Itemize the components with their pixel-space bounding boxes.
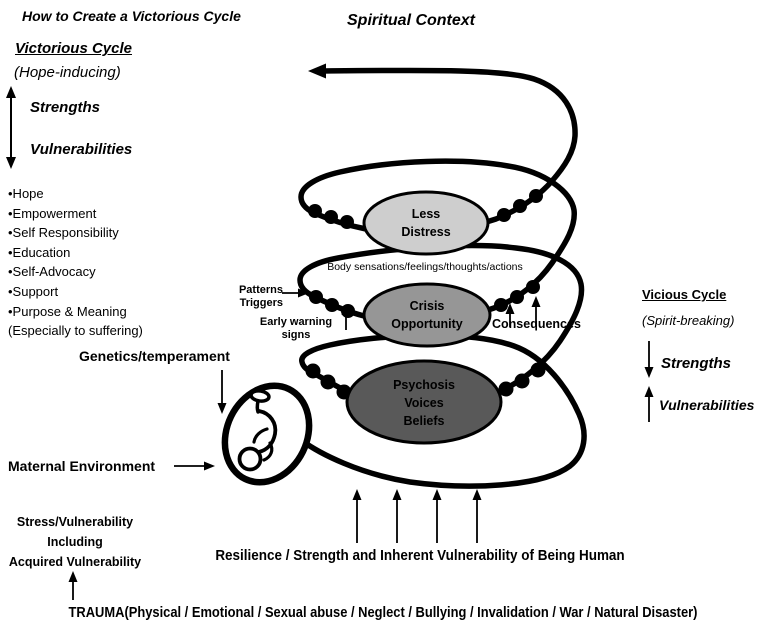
early-warning-arrow <box>341 304 351 330</box>
protective-factors-list: •Hope •Empowerment •Self Responsibility … <box>8 184 143 341</box>
spiral-exit-arrowhead <box>308 63 326 79</box>
fetus-placenta <box>249 389 271 403</box>
consequences-arrow-1 <box>505 303 515 327</box>
stress-line2: Including <box>47 535 103 549</box>
less-distress-line1: Less <box>411 207 441 221</box>
protective-factor-item: •Empowerment <box>8 205 97 221</box>
crisis-opportunity-label: Crisis Opportunity <box>347 297 507 333</box>
stress-line3: Acquired Vulnerability <box>8 555 142 569</box>
level-ellipse-less-distress <box>362 190 490 256</box>
stress-vulnerability-label: Stress/Vulnerability Including Acquired … <box>0 512 150 572</box>
strengths-label-right: Strengths <box>661 355 732 372</box>
resilience-label: Resilience / Strength and Inherent Vulne… <box>215 548 625 564</box>
protective-factor-item: •Education <box>8 244 71 260</box>
less-distress-label: Less Distress <box>346 205 506 241</box>
protective-factor-item: •Support <box>8 283 59 299</box>
psychosis-line1: Psychosis <box>393 378 455 392</box>
victorious-cycle-heading: Victorious Cycle <box>15 40 132 57</box>
patterns-triggers-label: Patterns Triggers <box>184 284 283 309</box>
protective-factor-note: (Especially to suffering) <box>8 323 143 339</box>
fetus-head <box>237 446 263 472</box>
vicious-strengths-arrow <box>644 341 654 378</box>
spiral-beads <box>305 189 546 400</box>
psychosis-line2: Voices <box>404 396 444 410</box>
psychosis-label: Psychosis Voices Beliefs <box>344 376 504 430</box>
patterns-line: Patterns <box>238 284 283 296</box>
level-ellipse-psychosis <box>345 359 503 445</box>
fetus-leg <box>262 441 274 462</box>
protective-factor-item: •Self-Advocacy <box>8 264 96 280</box>
page-title: How to Create a Victorious Cycle <box>22 8 241 24</box>
body-sensations-label: Body sensations/feelings/thoughts/action… <box>327 261 523 273</box>
victorious-strength-arrow <box>6 86 16 169</box>
genetics-label: Genetics/temperament <box>79 348 230 364</box>
consequences-arrow-2 <box>531 296 541 327</box>
early-warning-line2: signs <box>281 328 311 341</box>
early-warning-line1: Early warning <box>259 316 333 328</box>
vicious-cycle-heading: Vicious Cycle <box>642 287 727 302</box>
psychosis-line3: Beliefs <box>403 414 445 428</box>
less-distress-line2: Distress <box>401 225 451 239</box>
crisis-line2: Opportunity <box>391 317 463 331</box>
stress-line1: Stress/Vulnerability <box>16 515 134 529</box>
level-ellipse-crisis <box>362 282 492 348</box>
vicious-vulnerabilities-arrow <box>644 386 654 422</box>
genetics-arrow <box>217 370 227 414</box>
triggers-line: Triggers <box>239 296 283 309</box>
hope-inducing-label: (Hope-inducing) <box>14 64 121 81</box>
strengths-label-left: Strengths <box>30 99 101 116</box>
stress-arrow <box>68 571 78 600</box>
protective-factor-item: •Purpose & Meaning <box>8 303 127 319</box>
consequences-label: Consequences <box>492 317 581 331</box>
vulnerabilities-label-left: Vulnerabilities <box>30 141 133 158</box>
maternal-label: Maternal Environment <box>8 458 156 474</box>
early-warning-label: Early warning signs <box>246 316 346 341</box>
vulnerabilities-label-right: Vulnerabilities <box>659 397 755 413</box>
spirit-breaking-label: (Spirit-breaking) <box>642 313 735 328</box>
foundation-arrows <box>352 489 482 543</box>
fetus-illustration <box>221 382 313 486</box>
fetus-arm <box>252 427 269 444</box>
spiritual-context-label: Spiritual Context <box>347 12 476 29</box>
crisis-line1: Crisis <box>409 299 445 313</box>
patterns-arrow <box>282 288 309 298</box>
protective-factor-item: •Hope <box>8 186 44 201</box>
trauma-label: TRAUMA(Physical / Emotional / Sexual abu… <box>68 604 698 621</box>
maternal-arrow <box>174 461 215 471</box>
protective-factor-item: •Self Responsibility <box>8 225 119 241</box>
fetus-body <box>257 409 278 454</box>
